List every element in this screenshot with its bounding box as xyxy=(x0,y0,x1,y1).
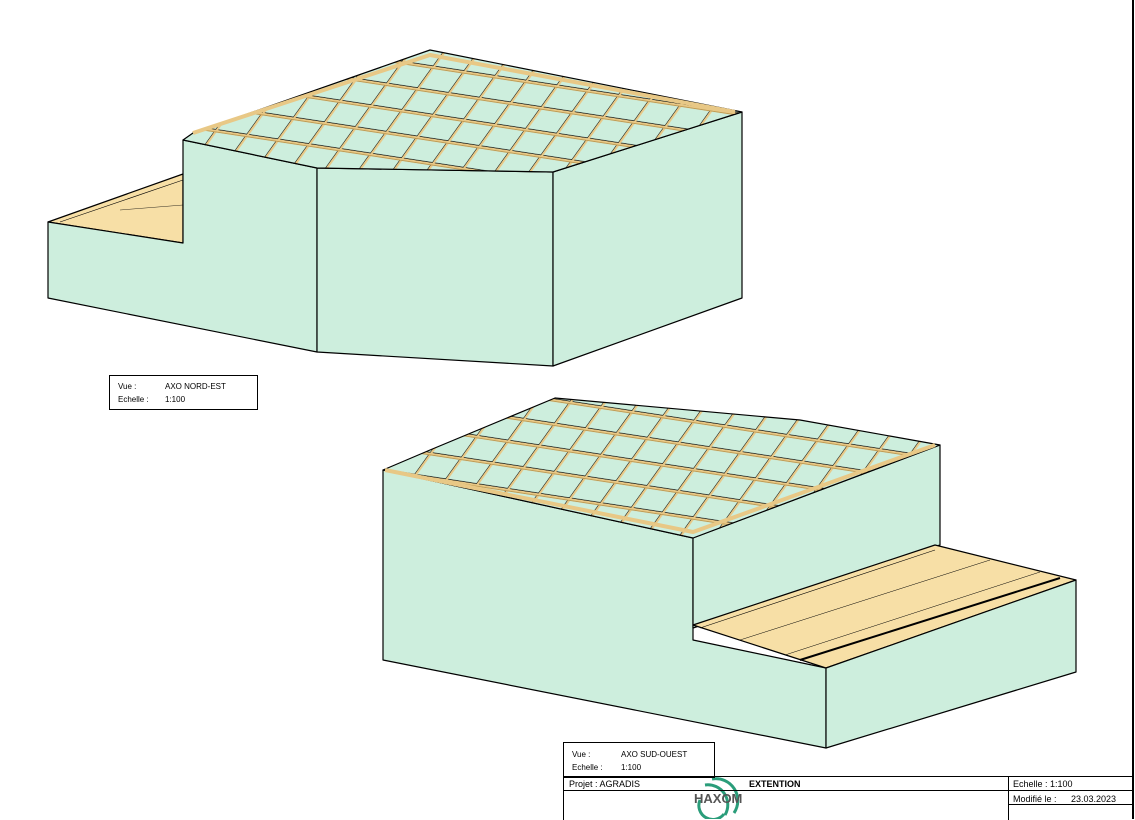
vue-label: Vue : xyxy=(118,382,137,391)
vue-value: AXO SUD-OUEST xyxy=(621,750,688,759)
svg-text:HAXOM: HAXOM xyxy=(694,791,742,806)
drawing-title: EXTENTION xyxy=(749,779,801,789)
modified-label: Modifié le : xyxy=(1013,794,1057,804)
title-block: Projet : AGRADIS EXTENTION Echelle : 1:1… xyxy=(563,776,1134,820)
haxom-logo: HAXOM xyxy=(694,777,742,819)
view-label-so: Vue : AXO SUD-OUEST Echelle : 1:100 xyxy=(563,742,715,778)
sheet-border xyxy=(1132,0,1134,819)
view-label-ne: Vue : AXO NORD-EST Echelle : 1:100 xyxy=(109,375,258,410)
divider xyxy=(1008,804,1134,805)
echelle-label: Echelle : xyxy=(118,395,149,404)
scale: Echelle : 1:100 xyxy=(1013,779,1073,789)
echelle-value: 1:100 xyxy=(165,395,186,404)
building-ne xyxy=(47,49,743,367)
building-so xyxy=(382,397,1077,749)
modified-date: 23.03.2023 xyxy=(1071,794,1117,804)
vue-label: Vue : xyxy=(572,750,591,759)
divider xyxy=(1008,777,1009,820)
project-name: Projet : AGRADIS xyxy=(569,779,641,789)
ne-front-wall xyxy=(47,139,318,353)
ne-side-wall xyxy=(316,167,554,367)
so-low-right-wall xyxy=(825,579,1077,749)
echelle-value: 1:100 xyxy=(621,763,642,772)
so-roof-frame xyxy=(382,397,941,539)
divider xyxy=(564,790,1134,791)
vue-value: AXO NORD-EST xyxy=(165,382,226,391)
echelle-label: Echelle : xyxy=(572,763,603,772)
